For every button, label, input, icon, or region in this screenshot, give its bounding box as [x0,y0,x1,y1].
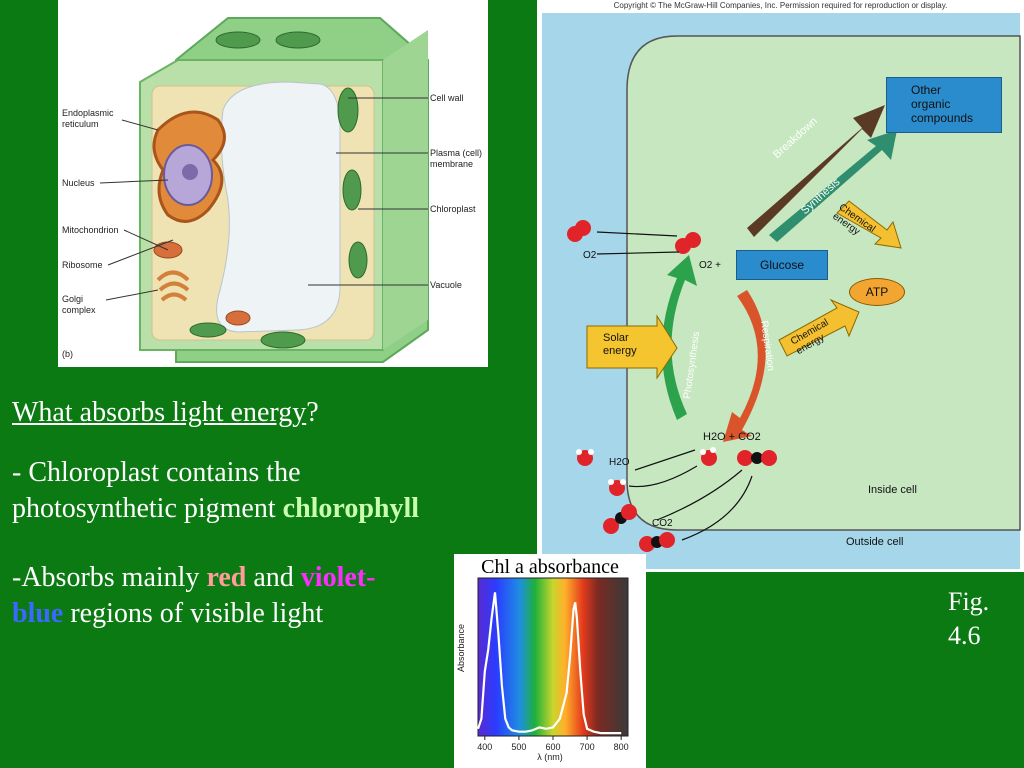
copyright-notice: Copyright © The McGraw-Hill Companies, I… [613,1,948,10]
panel-letter: (b) [62,349,73,359]
question-text: What absorbs light energy [12,397,307,428]
label-endoplasmic-reticulum: Endoplasmic reticulum [62,108,114,129]
co2-left-label: CO2 [652,518,673,529]
label-mitochondrion: Mitochondrion [62,225,119,235]
glucose-box: Glucose [736,250,828,280]
x-tick-label: 800 [614,742,629,752]
label-ribosome: Ribosome [62,260,103,270]
question-mark: ? [306,397,319,428]
label-cell-wall: Cell wall [430,93,464,103]
spectrum-background [478,578,628,736]
figure-reference: Fig. 4.6 [948,585,989,653]
absorbance-plot: 400 500 600 700 800 [476,577,629,752]
o2-left-label: O2 [583,250,597,261]
chart-ylabel: Absorbance [456,623,466,672]
plant-cell-illustration [99,17,429,363]
inside-cell-label: Inside cell [868,484,917,496]
glucose-label: Glucose [759,258,805,272]
label-chloroplast: Chloroplast [430,204,476,214]
plant-cell-figure: Endoplasmic reticulum Nucleus Mitochondr… [58,0,488,367]
h2o-co2-label: H2O + CO2 [703,431,761,443]
h2o-left-label: H2O [609,457,630,468]
absorbance-curve [476,592,622,735]
red-word: red [206,562,247,593]
outside-cell-label: Outside cell [846,536,904,548]
chart-xlabel: λ (nm) [537,752,563,762]
chloroplast-text: - Chloroplast contains the photosyntheti… [12,455,532,528]
absorbance-chart: Chl a absorbance 400 500 600 700 800 Absorba… [454,554,646,768]
o2-plus-label: O2 + [699,260,721,271]
x-tick-label: 700 [580,742,595,752]
question-line: What absorbs light energy? [12,395,319,431]
absorbs-intro: -Absorbs mainly [12,562,207,593]
chloroplast-line-2: photosynthetic pigment chlorophyll [12,491,532,527]
label-nucleus: Nucleus [62,178,95,188]
absorbs-text: -Absorbs mainly red and violet-blue regi… [12,560,472,633]
label-plasma-membrane: Plasma (cell) membrane [430,148,483,169]
fig-number: 4.6 [948,621,981,650]
blue-word: blue [12,598,64,630]
energy-flow-figure: Copyright © The McGraw-Hill Companies, I… [537,0,1024,572]
pigment-text: photosynthetic pigment [12,493,283,525]
and-word: and [246,562,301,593]
x-tick-label: 600 [545,742,560,752]
atp-label: ATP [865,285,889,299]
label-golgi-complex: Golgi complex [62,294,96,315]
atp-oval: ATP [849,278,905,306]
x-tick-label: 400 [477,742,492,752]
x-tick-label: 500 [511,742,526,752]
solar-energy-label: Solar energy [603,332,637,357]
chlorophyll-word: chlorophyll [282,493,420,525]
chloroplast-line-1: - Chloroplast contains the [12,457,301,488]
other-organic-box: Other organic compounds [886,77,1002,133]
chart-title: Chl a absorbance [481,556,619,578]
other-organic-label: Other organic compounds [911,83,974,125]
violet-word: violet- [300,562,376,593]
absorbs-end: regions of visible light [63,598,324,630]
label-vacuole: Vacuole [430,280,462,290]
fig-label: Fig. [948,587,990,616]
